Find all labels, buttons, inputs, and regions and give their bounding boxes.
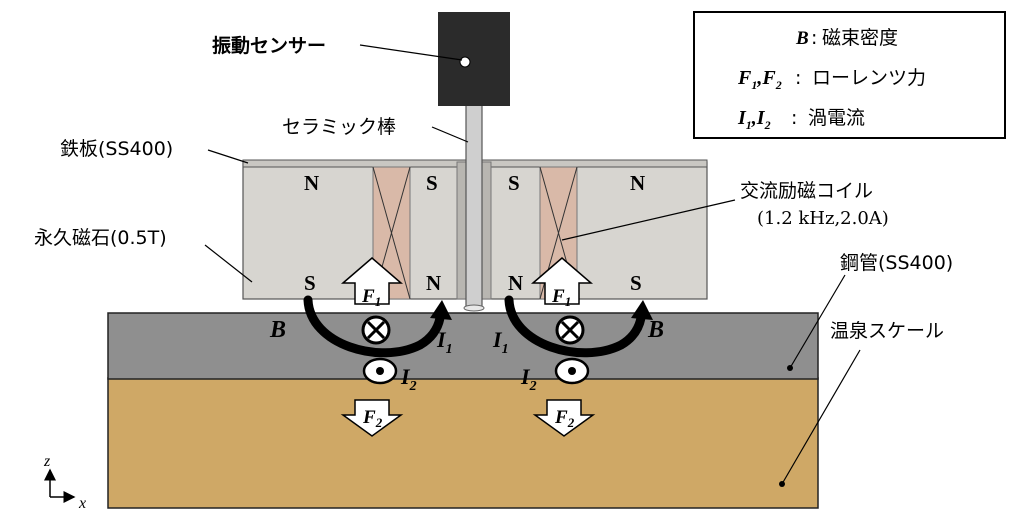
pole-right-top-outer: N <box>630 171 645 195</box>
ceramic-rod-tip <box>463 304 485 312</box>
legend-box: B : 磁束密度 F1,F2 : ローレンツ力 I1,I2 : 渦電流 <box>693 11 1006 139</box>
pole-right-bottom-inner: N <box>508 271 523 295</box>
legend-b-symbol: B <box>795 28 809 49</box>
legend-f-symbol: F1,F2 <box>737 67 782 92</box>
sensor-dot <box>459 56 471 68</box>
leader-dot-hot-spring-scale <box>779 481 785 487</box>
eddy-current-out-of-page-right <box>554 357 590 385</box>
f1-left-letter: F <box>361 286 375 307</box>
legend-i-symbol: I1,I2 <box>737 107 771 132</box>
label-ceramic-rod: セラミック棒 <box>282 116 396 138</box>
eddy-current-out-of-page-left <box>362 357 398 385</box>
label-ac-coil: 交流励磁コイル <box>740 180 873 202</box>
current-i2-right: I2 <box>520 364 537 394</box>
legend-f-desc: ローレンツ力 <box>812 67 926 89</box>
pole-left-bottom-inner: N <box>426 271 441 295</box>
ceramic-rod <box>465 104 483 308</box>
vibration-sensor-box <box>438 12 510 106</box>
label-ac-coil-spec: (1.2 kHz,2.0A) <box>757 208 889 229</box>
label-hot-spring-scale: 温泉スケール <box>830 320 944 342</box>
force-f2-right-arrow: F2 <box>532 399 596 437</box>
leader-vibration-sensor <box>359 44 463 61</box>
svg-text:F1: F1 <box>361 286 381 309</box>
flux-arrow-left <box>303 295 452 358</box>
leader-ceramic-rod <box>431 126 469 143</box>
legend-b-colon: : <box>811 27 817 49</box>
pole-right-bottom-outer: S <box>630 271 642 295</box>
label-vibration-sensor: 振動センサー <box>212 34 326 57</box>
legend-i-desc: 渦電流 <box>808 107 865 129</box>
label-permanent-magnet: 永久磁石(0.5T) <box>34 227 167 249</box>
f1-right-letter: F <box>551 286 565 307</box>
current-i1-left: I1 <box>436 327 453 357</box>
leader-hot-spring-scale <box>781 349 861 485</box>
axis-x-label: x <box>78 495 86 512</box>
pole-left-top-inner: S <box>426 171 438 195</box>
leader-permanent-magnet <box>204 244 253 283</box>
flux-arrow-right <box>504 295 653 358</box>
axis-indicator: z x <box>43 453 86 512</box>
leader-ac-coil <box>561 199 736 241</box>
current-i2-left: I2 <box>400 364 417 394</box>
eddy-current-into-page-left <box>361 315 391 345</box>
leader-dot-steel-pipe <box>787 365 793 371</box>
svg-text:F1: F1 <box>551 286 571 309</box>
f2-right-letter: F <box>554 407 568 428</box>
f1-right-sub: 1 <box>565 294 572 309</box>
eddy-current-into-page-right <box>555 315 585 345</box>
legend-b-desc: 磁束密度 <box>822 27 898 49</box>
legend-f-colon: : <box>795 67 801 89</box>
f2-left-sub: 2 <box>375 415 383 430</box>
pole-right-top-inner: S <box>508 171 520 195</box>
svg-text:F2: F2 <box>362 407 383 430</box>
leader-iron-plate <box>207 149 249 164</box>
force-f1-left-arrow: F1 <box>340 257 404 309</box>
pole-left-bottom-outer: S <box>304 271 316 295</box>
steel-pipe-layer <box>107 312 819 380</box>
f2-right-sub: 2 <box>567 415 575 430</box>
leader-steel-pipe <box>789 274 846 369</box>
current-i1-right: I1 <box>492 327 509 357</box>
label-iron-plate: 鉄板(SS400) <box>60 138 173 160</box>
force-f2-left-arrow: F2 <box>340 399 404 437</box>
hot-spring-scale-layer <box>107 377 819 509</box>
svg-text:F2: F2 <box>554 407 575 430</box>
flux-label-left: B <box>269 317 286 343</box>
legend-i-colon: : <box>791 107 797 129</box>
f1-left-sub: 1 <box>375 294 382 309</box>
axis-z-label: z <box>43 453 51 470</box>
f2-left-letter: F <box>362 407 376 428</box>
pole-left-top-outer: N <box>304 171 319 195</box>
flux-label-right: B <box>647 317 664 343</box>
label-steel-pipe: 鋼管(SS400) <box>840 252 953 274</box>
force-f1-right-arrow: F1 <box>530 257 594 309</box>
